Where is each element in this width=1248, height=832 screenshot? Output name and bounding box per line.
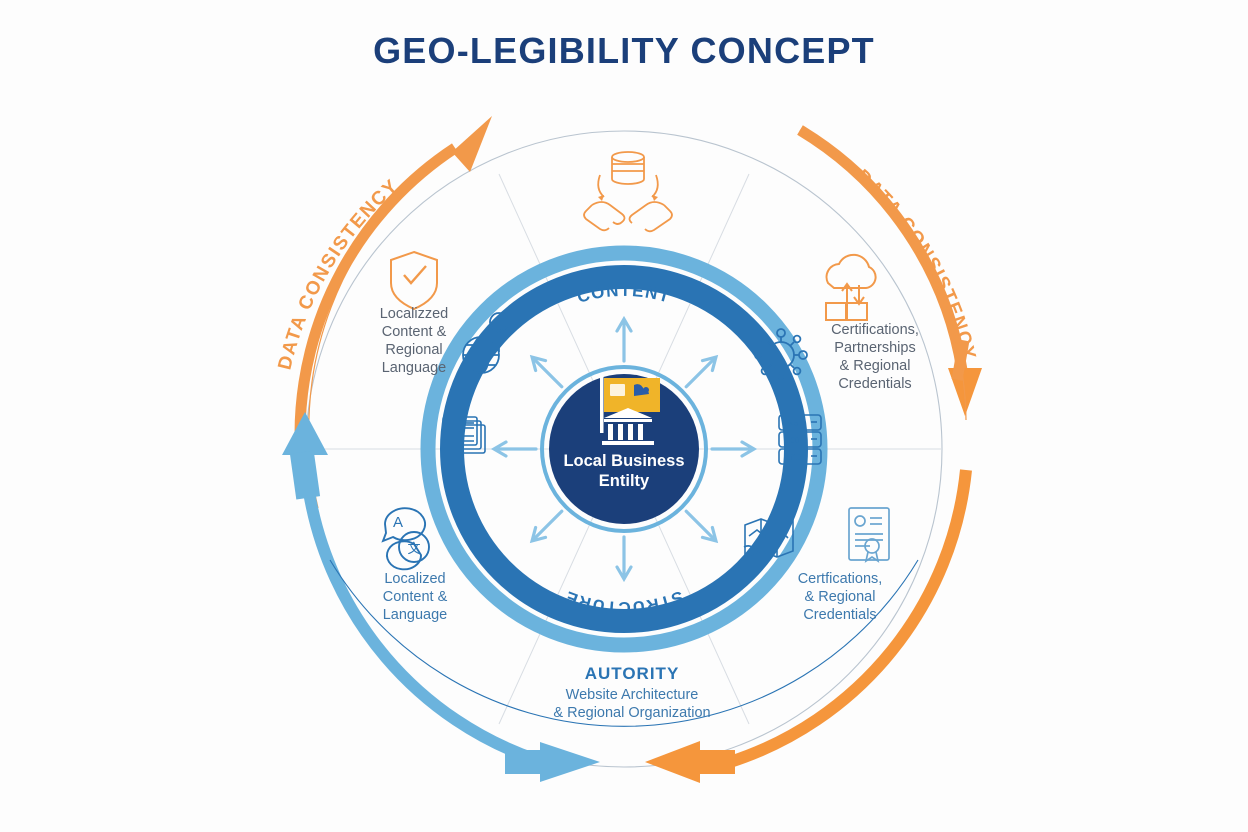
- authority-line1: Website Architecture: [566, 687, 699, 703]
- svg-text:& Regional: & Regional: [840, 358, 911, 374]
- quadrant-label-top-left: Localizzed Content & Regional Language: [380, 306, 449, 376]
- flag-bank-icon: [600, 375, 660, 445]
- svg-text:Credentials: Credentials: [838, 376, 911, 392]
- cloud-upload-icon: [825, 253, 877, 321]
- quadrant-label-bottom-left: Localized Content & Language: [383, 571, 448, 623]
- quadrant-label-top-right: Certifications, Partnerships & Regional …: [831, 322, 919, 392]
- orange-consistency-band-left: [294, 116, 492, 435]
- svg-text:Content &: Content &: [383, 589, 448, 605]
- center-label-line1: Local Business: [563, 452, 684, 470]
- network-gear-icon: [754, 328, 808, 382]
- authority-line2: & Regional Organization: [553, 705, 710, 721]
- newspaper-documents-icon: [442, 416, 486, 454]
- center-ring: [540, 365, 708, 533]
- blue-thin-arc-bottom: [329, 559, 919, 727]
- shield-check-icon: [390, 250, 438, 311]
- radial-arrows: [490, 315, 758, 583]
- certificate-seal-icon: [848, 507, 890, 563]
- svg-text:Certfications,: Certfications,: [798, 571, 883, 587]
- svg-text:wo: wo: [787, 419, 799, 428]
- svg-text:Language: Language: [382, 360, 447, 376]
- svg-text:Certifications,: Certifications,: [831, 322, 919, 338]
- svg-text:A: A: [393, 514, 403, 531]
- svg-text:Regional: Regional: [385, 342, 442, 358]
- svg-text:Credentials: Credentials: [803, 607, 876, 623]
- svg-text:bf13: bf13: [786, 453, 802, 462]
- svg-text:Content &: Content &: [382, 324, 447, 340]
- svg-text:文: 文: [407, 541, 420, 556]
- blue-arrow-bottom: [505, 742, 600, 782]
- orange-band-lower-right: [645, 469, 972, 783]
- folded-map-icon: [743, 517, 794, 559]
- translate-chat-icon: A 文: [381, 507, 430, 571]
- ring-label-content: CONTENT: [575, 281, 673, 307]
- handshake-coins-icon: [583, 151, 673, 233]
- svg-text:& Regional: & Regional: [805, 589, 876, 605]
- center-label-line2: Entilty: [599, 472, 650, 490]
- authority-title: AUTORITY: [585, 664, 680, 683]
- blue-band-left: [282, 412, 539, 766]
- svg-text:tt00: tt00: [786, 436, 800, 445]
- page-title: GEO-LEGIBILITY CONCEPT: [373, 30, 875, 71]
- svg-text:Localizzed: Localizzed: [380, 306, 449, 322]
- globe-location-icon: [462, 312, 509, 374]
- svg-text:Language: Language: [383, 607, 448, 623]
- svg-text:Localized: Localized: [384, 571, 445, 587]
- svg-text:Partnerships: Partnerships: [834, 340, 915, 356]
- quadrant-label-bottom-right: Certfications, & Regional Credentials: [798, 571, 883, 623]
- center-circle: [549, 374, 699, 524]
- bottom-authority-section: AUTORITY Website Architecture & Regional…: [553, 664, 710, 721]
- form-list-icon: wo tt00 bf13: [778, 414, 822, 465]
- orange-guide-arc-right: [799, 129, 967, 421]
